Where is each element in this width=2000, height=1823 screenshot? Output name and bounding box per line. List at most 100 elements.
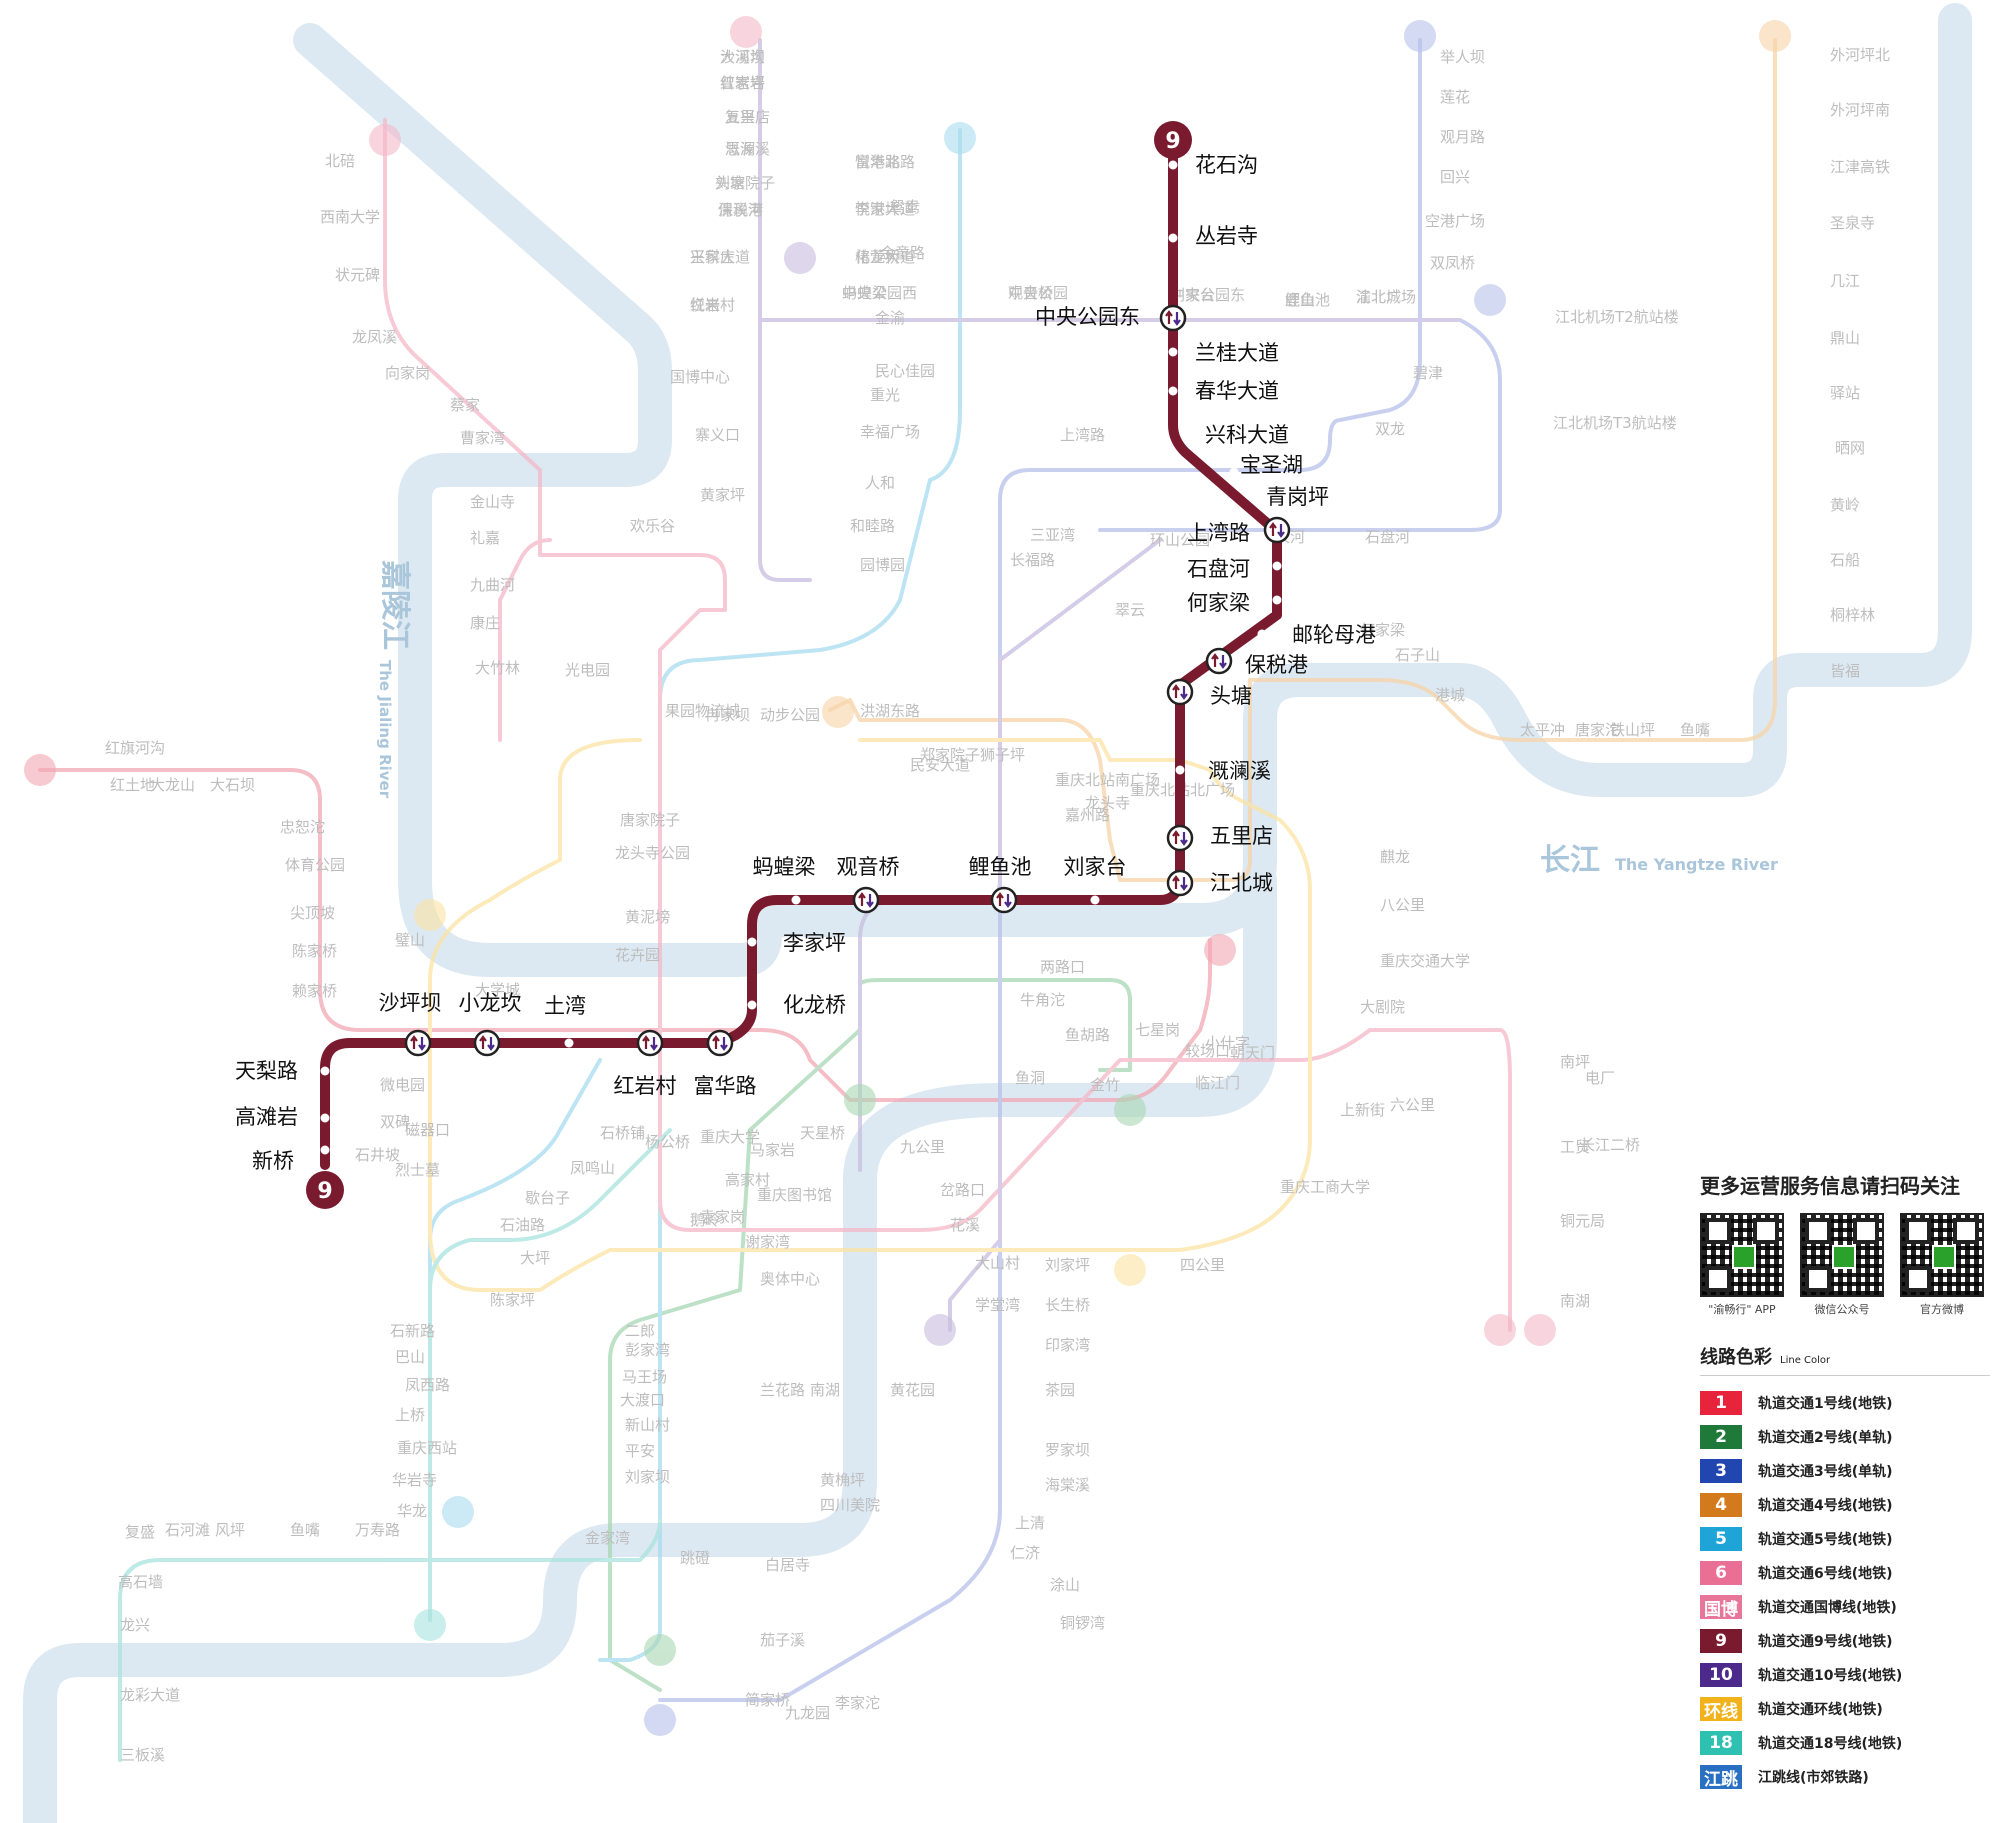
station-26[interactable]: 土湾 bbox=[544, 994, 586, 1048]
station-label: 沙坪坝 bbox=[379, 991, 442, 1015]
qr-caption-app: "渝畅行" APP bbox=[1708, 1303, 1776, 1316]
station-label: 小龙坎 bbox=[459, 991, 522, 1015]
qr-wechat[interactable]: 微信公众号 bbox=[1800, 1213, 1884, 1317]
station-23[interactable]: 化龙桥 bbox=[747, 993, 847, 1017]
bg-station-label: 唐家院子 bbox=[620, 811, 680, 829]
bg-station-label: 凤鸣山 bbox=[570, 1159, 615, 1177]
bg-station-label: 狮子坪 bbox=[980, 746, 1025, 764]
bg-station-label: 重庆西站 bbox=[397, 1439, 457, 1457]
bg-station-label: 双凤桥 bbox=[1430, 254, 1475, 272]
line-9-badge-top: 9 bbox=[1154, 121, 1192, 159]
station-11[interactable]: 何家梁 bbox=[1187, 591, 1282, 615]
bg-station-label: 鼎山 bbox=[1830, 329, 1860, 347]
bg-station-label: 皆福 bbox=[1830, 662, 1860, 680]
bg-station-label: 花溪 bbox=[950, 1216, 980, 1234]
qr-code-app bbox=[1700, 1213, 1784, 1297]
badge-3b-bg bbox=[1474, 284, 1506, 316]
station-19[interactable]: 鲤鱼池 bbox=[969, 855, 1032, 914]
transfer-icon bbox=[473, 1029, 501, 1057]
station-29[interactable]: 天梨路 bbox=[235, 1059, 330, 1083]
legend-label: 轨道交通环线(地铁) bbox=[1758, 1702, 1883, 1718]
station-22[interactable]: 李家坪 bbox=[747, 931, 847, 955]
bg-station-label: 鱼嘴 bbox=[1680, 721, 1710, 739]
bg-station-label: 九公里 bbox=[900, 1138, 945, 1156]
station-dot bbox=[1200, 441, 1210, 451]
legend-label: 轨道交通5号线(地铁) bbox=[1758, 1532, 1893, 1548]
bg-station-label: 溉澜溪 bbox=[725, 140, 770, 158]
station-5[interactable]: 春华大道 bbox=[1168, 379, 1280, 403]
station-2[interactable]: 丛岩寺 bbox=[1168, 224, 1259, 248]
station-1[interactable]: 花石沟 bbox=[1168, 153, 1259, 177]
transfer-arrow-down-icon bbox=[1219, 655, 1227, 669]
qr-weibo[interactable]: 官方微博 bbox=[1900, 1213, 1984, 1317]
station-12[interactable]: 邮轮母港 bbox=[1257, 623, 1377, 647]
station-25[interactable]: 红岩村 bbox=[614, 1029, 677, 1098]
station-27[interactable]: 小龙坎 bbox=[459, 991, 522, 1057]
transfer-arrow-up-icon bbox=[410, 1035, 418, 1049]
station-4[interactable]: 兰桂大道 bbox=[1168, 341, 1280, 365]
bg-station-label: 江北机场T3航站楼 bbox=[1553, 414, 1677, 432]
bg-station-label: 华岩寺 bbox=[392, 1471, 437, 1489]
bg-station-label: 西南大学 bbox=[320, 208, 380, 226]
bg-station-label: 石河滩 bbox=[165, 1521, 210, 1539]
bg-station-label: 牛角沱 bbox=[1020, 991, 1065, 1009]
badge-1-bg bbox=[24, 754, 56, 786]
bg-station-label: 黄花园 bbox=[890, 1381, 935, 1399]
station-3[interactable]: 中央公园东 bbox=[1035, 304, 1187, 332]
qr-caption-wechat: 微信公众号 bbox=[1814, 1303, 1870, 1316]
station-18[interactable]: 刘家台 bbox=[1064, 855, 1127, 905]
station-8[interactable]: 青岗坪 bbox=[1257, 485, 1330, 509]
station-6[interactable]: 兴科大道 bbox=[1200, 423, 1290, 451]
station-20[interactable]: 观音桥 bbox=[837, 855, 900, 914]
station-28[interactable]: 沙坪坝 bbox=[379, 991, 442, 1057]
bg-station-label: 八公里 bbox=[1380, 896, 1425, 914]
bg-station-label: 渝北广场 bbox=[1356, 288, 1416, 306]
station-21[interactable]: 蚂蝗梁 bbox=[753, 855, 816, 905]
station-label: 江北城 bbox=[1210, 871, 1273, 895]
bg-station-label: 重庆北站南广场 bbox=[1055, 771, 1160, 789]
station-dot bbox=[320, 1066, 330, 1076]
bg-station-label: 金山寺 bbox=[470, 493, 515, 511]
river-labels: 嘉陵江 The Jialing River 长江 The Yangtze Riv… bbox=[376, 560, 1778, 878]
bg-station-label: 清溪河 bbox=[718, 201, 763, 219]
station-label: 天梨路 bbox=[235, 1059, 298, 1083]
transfer-arrow-up-icon bbox=[1172, 875, 1180, 889]
station-30[interactable]: 高滩岩 bbox=[235, 1105, 330, 1129]
bg-station-label: 复兴 bbox=[725, 108, 755, 126]
bg-station-label: 五里店 bbox=[725, 108, 770, 126]
bg-station-label: 圣泉寺 bbox=[1830, 214, 1875, 232]
bg-station-label: 凤西路 bbox=[405, 1376, 450, 1394]
legend-label: 轨道交通6号线(地铁) bbox=[1758, 1566, 1893, 1582]
station-13[interactable]: 保税港 bbox=[1205, 647, 1308, 677]
bg-station-label: 九龙园 bbox=[785, 1704, 830, 1722]
transfer-arrow-up-icon bbox=[1269, 522, 1277, 536]
jialing-river bbox=[293, 3, 1972, 977]
station-10[interactable]: 石盘河 bbox=[1187, 557, 1282, 581]
station-dot bbox=[1229, 467, 1239, 477]
station-31[interactable]: 新桥 bbox=[252, 1145, 330, 1174]
background-stations: 沙河坝红岩坪复兴思源刘家院子清溪河王家庄悦来悦港北路悦港大道椿萱大道中央公园西中… bbox=[105, 46, 1890, 1764]
station-7[interactable]: 宝圣湖 bbox=[1229, 453, 1304, 477]
legend-label: 江跳线(市郊铁路) bbox=[1758, 1770, 1869, 1786]
station-17[interactable]: 江北城 bbox=[1166, 869, 1273, 897]
badge-loop-b-bg bbox=[1114, 1254, 1146, 1286]
bg-station-label: 龙头寺 bbox=[1085, 794, 1130, 812]
station-14[interactable]: 头塘 bbox=[1166, 678, 1252, 708]
station-9[interactable]: 上湾路 bbox=[1187, 516, 1291, 545]
transfer-icon bbox=[404, 1029, 432, 1057]
bg-station-label: 民安大道 bbox=[910, 756, 970, 774]
station-24[interactable]: 富华路 bbox=[694, 1029, 757, 1098]
bg-station-label: 铁山坪 bbox=[1610, 721, 1655, 739]
legend-row-环线: 环线轨道交通环线(地铁) bbox=[1700, 1692, 1990, 1726]
bg-station-label: 鹿山 bbox=[1285, 291, 1315, 309]
station-15[interactable]: 溉澜溪 bbox=[1175, 759, 1272, 783]
bg-station-label: 重庆图书馆 bbox=[757, 1186, 832, 1204]
station-16[interactable]: 五里店 bbox=[1166, 824, 1273, 852]
qr-app[interactable]: "渝畅行" APP bbox=[1700, 1213, 1784, 1317]
bg-station-label: 黄岭 bbox=[1830, 496, 1860, 514]
bg-station-label: 两路口 bbox=[1040, 958, 1085, 976]
badge-1b-bg bbox=[1204, 934, 1236, 966]
bg-station-label: 刘家坝 bbox=[625, 1468, 670, 1486]
bg-station-label: 王家庄 bbox=[690, 248, 735, 266]
bg-station-label: 袁家岗 bbox=[700, 1208, 745, 1226]
